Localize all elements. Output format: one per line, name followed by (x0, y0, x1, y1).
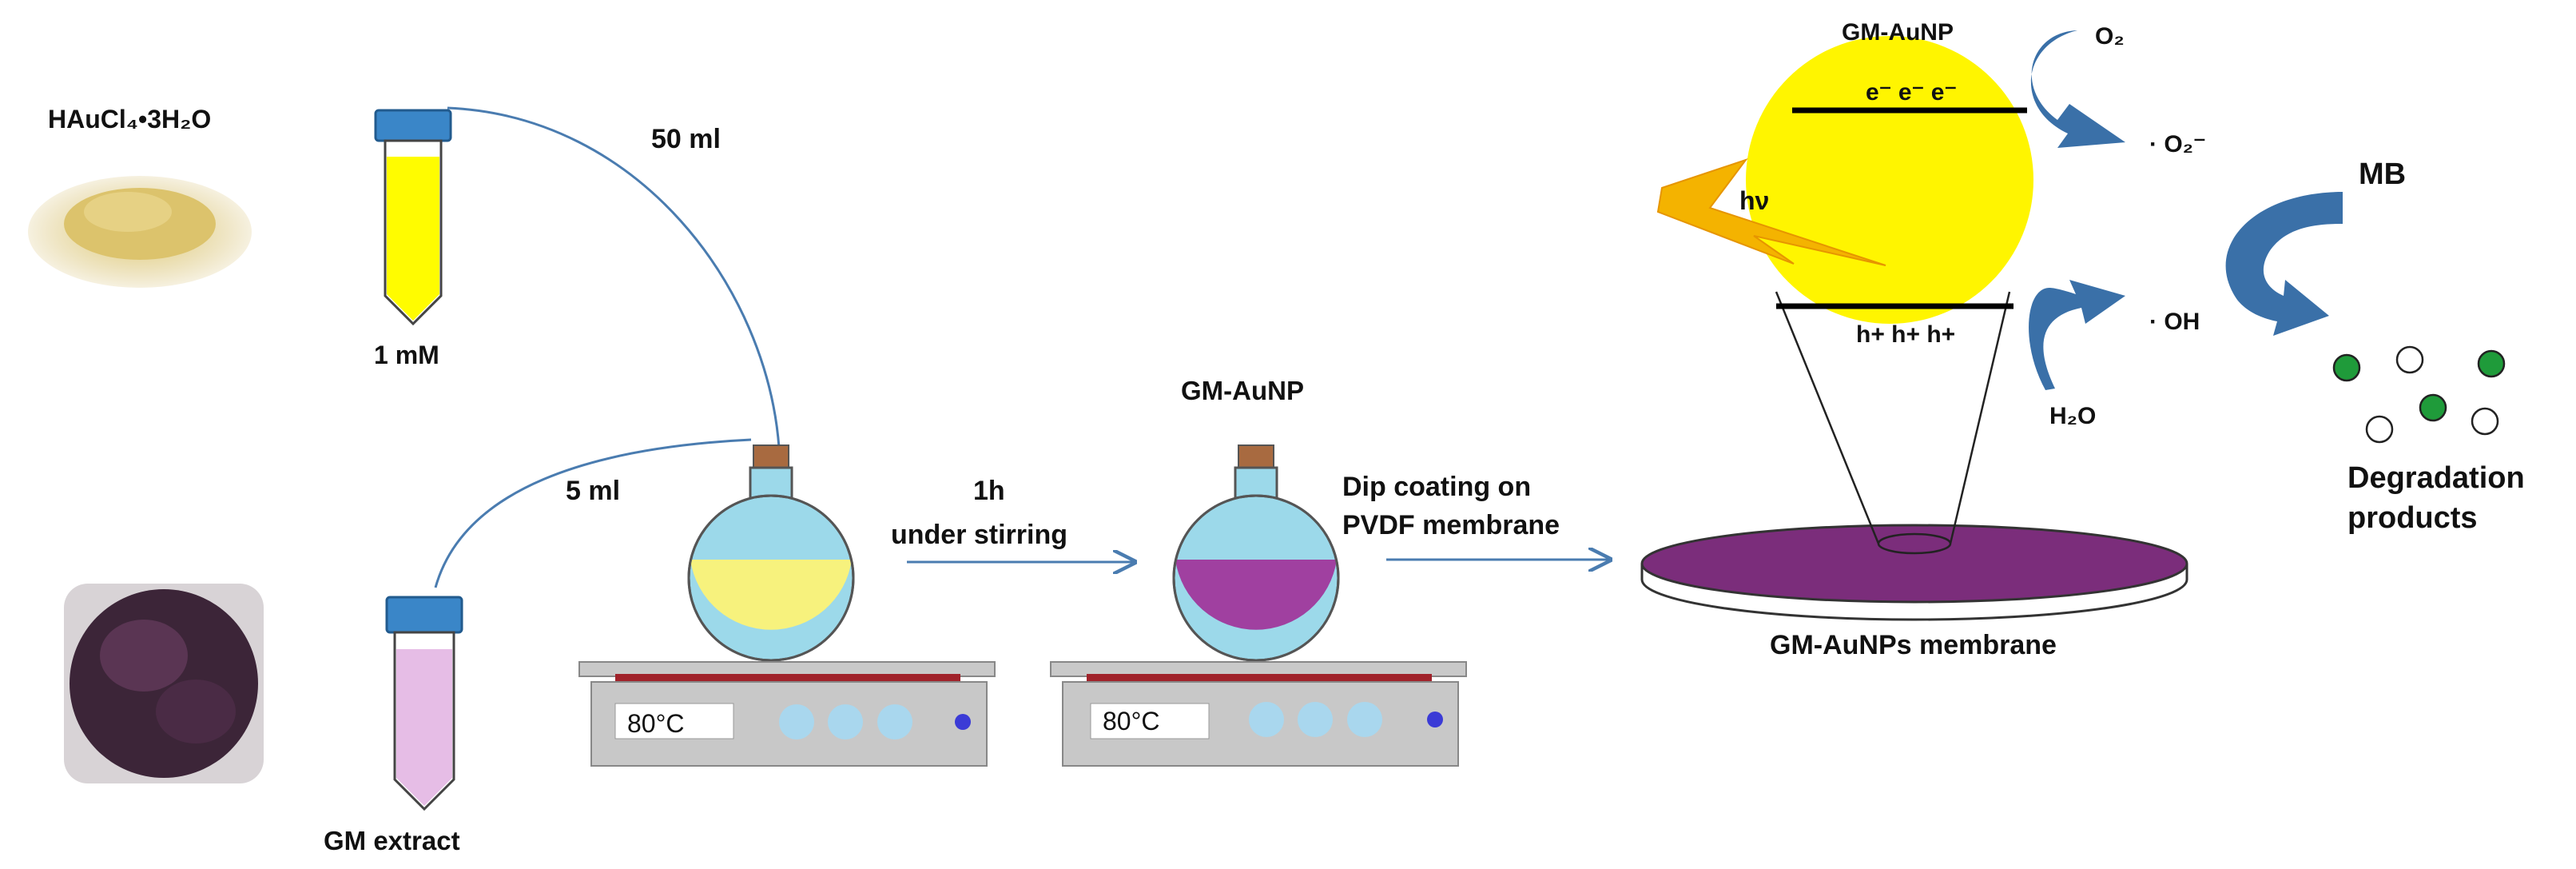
gold-powder-image (28, 176, 252, 288)
step2-line1: Dip coating on (1342, 472, 1531, 502)
hotplate-1 (578, 661, 996, 767)
zoom-line-left (1775, 291, 1880, 544)
gold-tube (374, 109, 452, 326)
gold-conc-label: 1 mM (374, 341, 439, 369)
hotplate-2-temp: 80°C (1103, 707, 1160, 735)
gold-volume-label: 50 ml (651, 124, 721, 154)
zoom-line-right (1949, 291, 2011, 544)
water-label: H₂O (2049, 403, 2096, 429)
o2-arrow-icon (2030, 30, 2125, 148)
product-flask (1172, 444, 1340, 662)
hotplate-1-temp: 80°C (627, 709, 685, 738)
step1-time: 1h (973, 476, 1005, 506)
gold-transfer-curve (447, 106, 781, 448)
extract-tube (385, 596, 463, 811)
mixing-flask (687, 444, 855, 662)
products-label-2: products (2347, 501, 2478, 535)
particle-title: GM-AuNP (1842, 19, 1954, 46)
mb-label: MB (2359, 157, 2406, 191)
gold-salt-label: HAuCl₄•3H₂O (48, 105, 211, 134)
o2-label: O₂ (2095, 23, 2125, 50)
light-label: hν (1739, 186, 1769, 215)
extract-label: GM extract (324, 826, 460, 855)
mb-arrow-icon (2225, 192, 2343, 336)
products-label-1: Degradation (2347, 461, 2525, 495)
holes-label: h+ h+ h+ (1856, 321, 1955, 348)
hotplate-2 (1050, 661, 1467, 767)
pvdf-membrane (1640, 524, 2188, 621)
extract-transfer-curve (434, 438, 752, 588)
electrons-label: e⁻ e⁻ e⁻ (1866, 79, 1957, 106)
step1-condition: under stirring (891, 520, 1067, 550)
step2-line2: PVDF membrane (1342, 510, 1560, 540)
degradation-dots (2332, 345, 2506, 444)
extract-volume-label: 5 ml (566, 476, 620, 506)
superoxide-label: · O₂⁻ (2149, 131, 2206, 157)
product-label: GM-AuNP (1181, 376, 1304, 405)
membrane-label: GM-AuNPs membrane (1770, 630, 2057, 660)
gm-extract-image (64, 584, 264, 783)
light-bolt-icon (1656, 158, 1886, 266)
oh-arrow-icon (2029, 280, 2125, 390)
hydroxyl-label: · OH (2149, 309, 2200, 335)
